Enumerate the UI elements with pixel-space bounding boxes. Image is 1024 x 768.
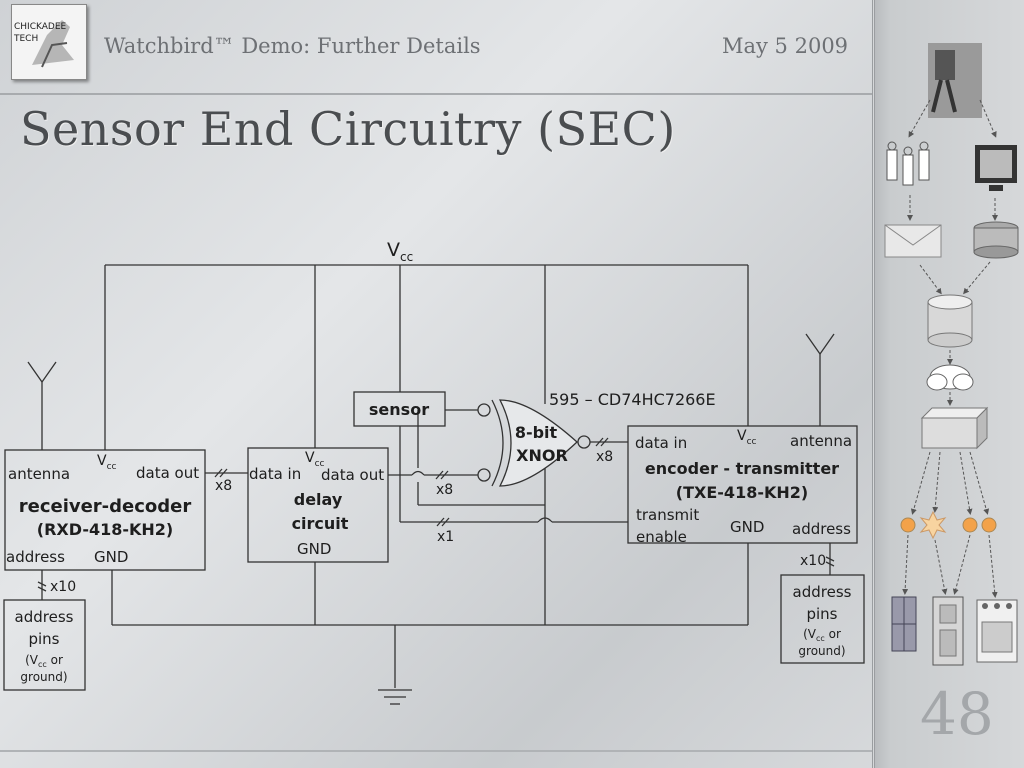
address-pins-left-line1: address: [15, 608, 74, 626]
delay-vcc-label: Vcc: [305, 450, 325, 469]
encoder-gnd-label: GND: [730, 518, 764, 536]
bus-x10-left: x10: [50, 579, 76, 595]
bus-x10-right: x10: [800, 553, 826, 569]
receiver-part: (RXD-418-KH2): [37, 520, 173, 539]
circuit-diagram: Vcc antenna Vcc data out receiver-decode…: [3, 239, 865, 705]
bus-x8-receiver: x8: [215, 478, 232, 494]
header-divider: [0, 93, 872, 95]
encoder-name: encoder - transmitter: [645, 459, 839, 478]
xnor-line2: XNOR: [516, 446, 568, 465]
receiver-gnd-label: GND: [94, 548, 128, 566]
bus-x8-xnor-out: x8: [596, 449, 613, 465]
bus-x1-label: x1: [437, 529, 454, 545]
bus-x8-delay-out: x8: [436, 482, 453, 498]
receiver-address-label: address: [6, 548, 65, 566]
encoder-data-in-label: data in: [635, 434, 687, 452]
header-date: May 5 2009: [722, 34, 849, 58]
delay-name-line1: delay: [294, 490, 343, 509]
person-photo-icon: [928, 43, 982, 118]
cloud-icon: [926, 364, 974, 391]
address-pins-left-line4: ground): [20, 670, 67, 684]
sensor-nodes-icon: [886, 141, 930, 186]
window-icon: [891, 596, 917, 652]
receiver-name: receiver-decoder: [19, 496, 192, 517]
encoder-transmit-line1: transmit: [636, 506, 699, 524]
disk-storage-icon: [973, 221, 1019, 259]
stove-icon: [976, 599, 1018, 663]
encoder-vcc-label: Vcc: [737, 428, 757, 447]
delay-gnd-label: GND: [297, 540, 331, 558]
encoder-address-label: address: [792, 520, 851, 538]
system-illustration: [884, 43, 1019, 666]
address-pins-right-line1: address: [793, 583, 852, 601]
door-icon: [932, 596, 964, 666]
logo-line1: CHICKADEE: [14, 22, 67, 32]
monitor-icon: [975, 145, 1017, 191]
address-pins-left-line3: (Vcc or: [25, 653, 63, 669]
receiver-vcc-label: Vcc: [97, 453, 117, 472]
address-pins-left-line2: pins: [28, 630, 59, 648]
email-icon: [884, 224, 942, 258]
footer-divider: [0, 750, 872, 752]
database-icon: [927, 294, 973, 348]
encoder-transmit-line2: enable: [636, 528, 687, 546]
delay-data-out-label: data out: [321, 466, 384, 484]
xnor-part-label: 595 – CD74HC7266E: [549, 390, 716, 409]
delay-name-line2: circuit: [292, 514, 349, 533]
address-pins-right-line2: pins: [806, 605, 837, 623]
encoder-antenna-label: antenna: [790, 432, 852, 450]
page-number: 48: [920, 680, 994, 748]
receiver-data-out-label: data out: [136, 464, 199, 482]
slide-title: Sensor End Circuitry (SEC): [20, 102, 676, 156]
company-logo: CHICKADEE TECH: [11, 4, 87, 80]
server-box-icon: [920, 406, 989, 450]
encoder-part: (TXE-418-KH2): [676, 483, 808, 502]
indicator-lights-icon: [900, 510, 997, 540]
vcc-top-label: Vcc: [387, 239, 413, 264]
address-pins-right-line3: (Vcc or: [803, 627, 841, 643]
sensor-label: sensor: [369, 400, 429, 419]
address-pins-right-line4: ground): [798, 644, 845, 658]
delay-data-in-label: data in: [249, 465, 301, 483]
chickadee-logo-icon: CHICKADEE TECH: [13, 20, 74, 68]
xnor-line1: 8-bit: [515, 423, 558, 442]
header-title: Watchbird™ Demo: Further Details: [104, 34, 481, 58]
logo-line2: TECH: [13, 34, 38, 44]
receiver-antenna-label: antenna: [8, 465, 70, 483]
